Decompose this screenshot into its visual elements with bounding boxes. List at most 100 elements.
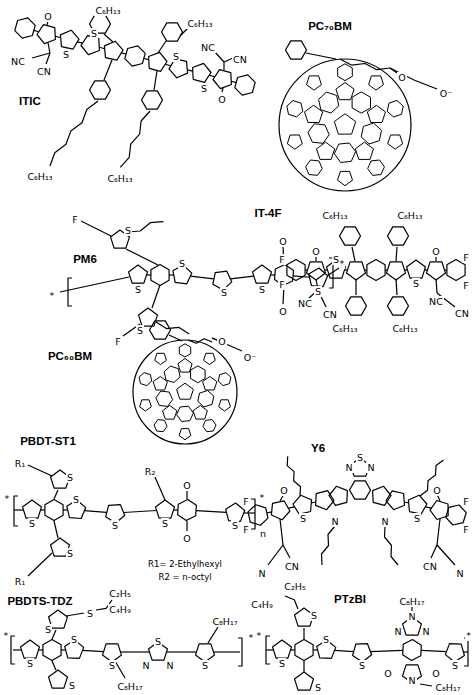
cage-face xyxy=(193,406,207,420)
atom-text: S xyxy=(356,452,364,463)
cage-face xyxy=(191,366,206,383)
atom-text: S xyxy=(136,325,144,336)
cage-face xyxy=(338,171,353,185)
molecule-label: IT-4F xyxy=(254,204,283,220)
five-ring xyxy=(273,640,292,658)
substituent-note: R2 = n-octyl xyxy=(158,567,213,583)
atom-text: O xyxy=(279,485,288,496)
five-ring xyxy=(49,670,68,688)
atom-text: S xyxy=(66,472,74,483)
atom-label: C₆H₁₃ xyxy=(321,206,348,222)
atom-label: S xyxy=(172,47,180,63)
atom-text: S xyxy=(111,520,119,531)
atom-text: CN xyxy=(232,54,248,65)
benzene-ring xyxy=(248,505,268,525)
atom-text: S xyxy=(258,284,266,295)
atom-label: N xyxy=(330,512,339,528)
fullerene-cage xyxy=(133,340,237,444)
bond-line xyxy=(268,545,283,565)
atom-label: F xyxy=(242,520,249,536)
atom-text: S xyxy=(70,634,78,645)
molecule-name: PBDTS-TDZ xyxy=(6,595,73,607)
bond-line xyxy=(420,684,432,686)
atom-text: F xyxy=(242,524,249,535)
bond-line xyxy=(436,279,437,293)
atom-text: S xyxy=(322,634,330,645)
atom-text: S xyxy=(161,518,169,529)
cage-face xyxy=(317,142,335,159)
atom-label: * xyxy=(49,286,56,302)
benzene-ring xyxy=(142,91,163,109)
atom-label: C₈H₁₇ xyxy=(398,592,425,608)
bond-line xyxy=(303,628,304,639)
bond-line xyxy=(414,80,437,89)
alkyl-chain xyxy=(340,59,390,70)
molecule-name: IT-4F xyxy=(254,207,283,219)
atom-label: O⁻ xyxy=(439,84,454,100)
bond-line xyxy=(209,75,215,77)
atom-text: S xyxy=(26,658,34,669)
bond-line xyxy=(244,512,255,513)
benzene-ring xyxy=(45,500,63,521)
atom-text: O xyxy=(278,236,287,247)
atom-text: S xyxy=(358,660,366,671)
atom-text: CN xyxy=(454,308,470,319)
cage-face xyxy=(177,383,194,399)
atom-text: S xyxy=(332,254,340,265)
benzene-ring xyxy=(90,81,111,99)
atom-text: O xyxy=(182,533,191,544)
bond-line xyxy=(306,53,336,59)
atom-text: R₁ xyxy=(14,576,26,587)
five-ring xyxy=(156,500,175,518)
atom-text: N xyxy=(344,462,353,473)
atom-text: O xyxy=(43,11,52,22)
atom-text: S xyxy=(124,225,132,236)
atom-label: S xyxy=(231,516,239,532)
bond-line xyxy=(154,71,157,90)
polymer-bracket xyxy=(464,638,468,666)
atom-text: C₆H₁₃ xyxy=(321,210,348,221)
five-ring xyxy=(347,262,366,280)
benzene-ring xyxy=(346,297,367,315)
atom-label: CN xyxy=(422,557,438,573)
atom-label: CN xyxy=(322,305,338,321)
atom-label: N xyxy=(165,656,174,672)
atom-label: N xyxy=(407,671,416,687)
atom-text: N xyxy=(407,675,416,686)
molecule-label: PTzBI xyxy=(333,590,367,606)
atom-text: O xyxy=(431,246,440,257)
cage-face xyxy=(355,142,373,159)
atom-text: CN xyxy=(36,66,52,77)
atom-label: S xyxy=(310,606,318,622)
cage-face xyxy=(287,101,303,117)
atom-label: * xyxy=(465,626,472,642)
cage-face xyxy=(319,92,339,113)
cage-face xyxy=(306,160,323,175)
atom-text: O xyxy=(432,485,441,496)
atom-label: N xyxy=(141,656,150,672)
alkyl-chain xyxy=(120,111,150,167)
five-ring xyxy=(21,640,40,658)
molecule-label: Y6 xyxy=(310,439,326,455)
atom-text: N xyxy=(421,626,430,637)
atom-text: S xyxy=(90,28,98,39)
atom-label: N xyxy=(421,622,430,638)
bond-line xyxy=(121,651,150,652)
atom-label: C₈H₁₇ xyxy=(211,612,238,628)
atom-label: CN xyxy=(36,62,52,78)
atom-text: S xyxy=(72,494,80,505)
atom-text: S xyxy=(28,518,36,529)
bond-line xyxy=(121,53,126,54)
atom-label: R₁ xyxy=(14,572,26,588)
cage-face xyxy=(287,135,302,149)
cage-face xyxy=(305,105,323,122)
atom-label: CN xyxy=(232,50,248,66)
atom-text: S xyxy=(178,258,186,269)
atom-label: N xyxy=(380,512,389,528)
atom-text: NC xyxy=(10,56,26,67)
atom-text: C₆H₁₃ xyxy=(106,173,133,184)
bond-line xyxy=(115,661,125,678)
benzene-ring xyxy=(15,18,35,38)
benzene-ring xyxy=(350,481,371,499)
bond-line xyxy=(13,649,21,650)
